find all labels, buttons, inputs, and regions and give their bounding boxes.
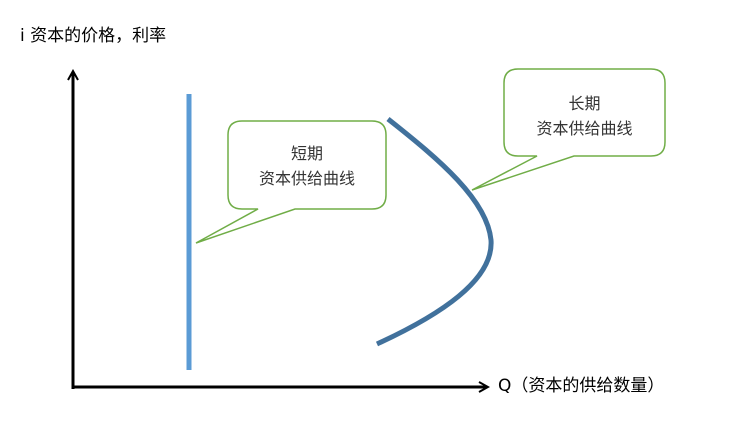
long-run-callout-line1: 长期 [568,94,601,113]
x-axis-label: Q（资本的供给数量） [498,376,665,396]
short-run-callout-box [195,120,387,244]
short-run-callout-text: 短期 资本供给曲线 [229,141,385,191]
short-run-callout-line2: 资本供给曲线 [258,169,355,188]
long-run-callout-line2: 资本供给曲线 [536,119,633,138]
long-run-supply-curve [375,117,494,347]
long-run-callout-box [471,68,666,191]
y-axis-label: i 资本的价格，利率 [20,26,167,46]
long-run-callout-text: 长期 资本供给曲线 [505,91,664,141]
short-run-callout-line1: 短期 [290,144,323,163]
